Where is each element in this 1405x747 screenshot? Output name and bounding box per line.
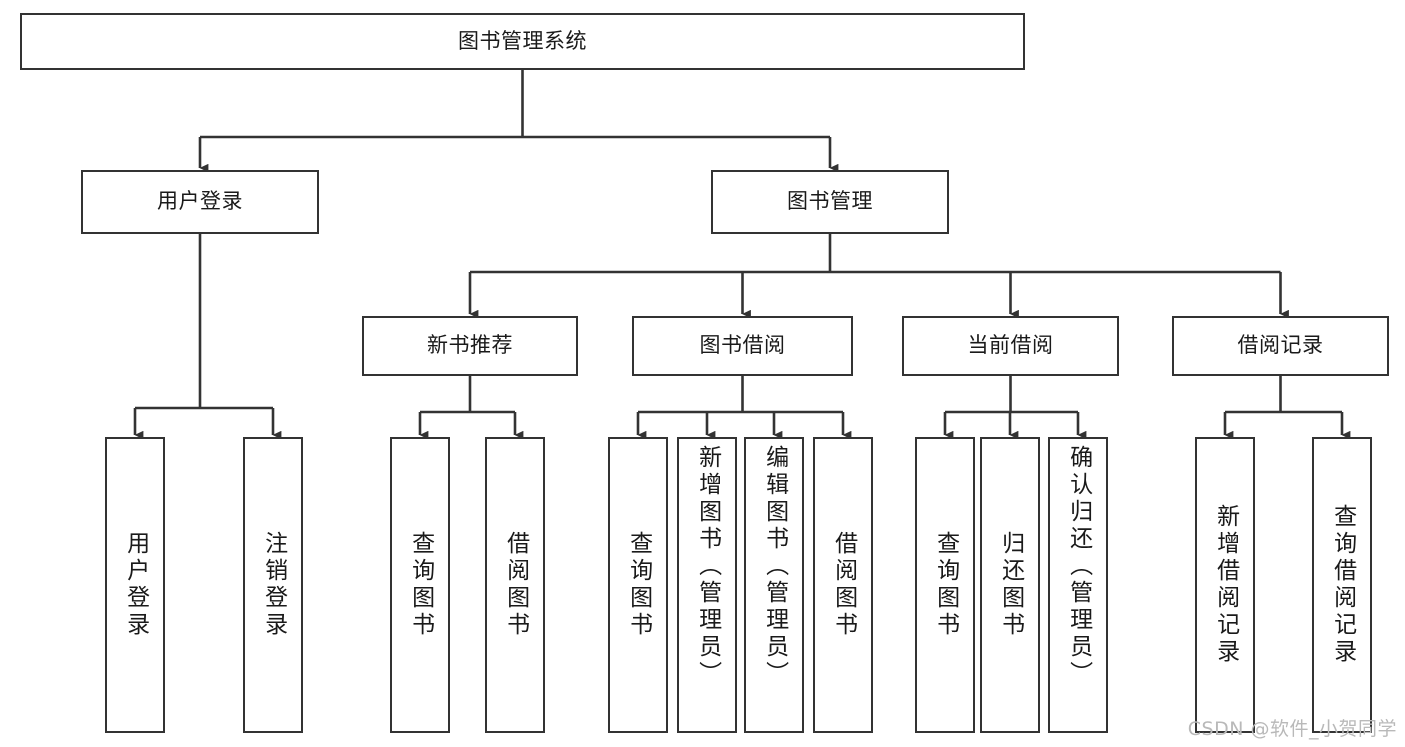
node-label-wrap: 确认归还（管理员） bbox=[1050, 439, 1106, 731]
node-label: 借阅记录 bbox=[1237, 333, 1324, 358]
node-label: 确认归还（管理员） bbox=[1065, 445, 1092, 688]
node-leaf-query-book-3[interactable]: 查询图书 bbox=[915, 437, 975, 733]
node-label-wrap: 新增借阅记录 bbox=[1197, 439, 1253, 731]
node-leaf-query-record[interactable]: 查询借阅记录 bbox=[1312, 437, 1372, 733]
node-label-wrap: 新增图书（管理员） bbox=[679, 439, 735, 731]
node-leaf-add-record[interactable]: 新增借阅记录 bbox=[1195, 437, 1255, 733]
node-label-wrap: 编辑图书（管理员） bbox=[746, 439, 802, 731]
node-label-wrap: 借阅图书 bbox=[815, 439, 871, 731]
node-label-wrap: 查询借阅记录 bbox=[1314, 439, 1370, 731]
edge-group bbox=[133, 70, 1351, 440]
node-label: 编辑图书（管理员） bbox=[761, 445, 788, 688]
node-book-borrow[interactable]: 图书借阅 bbox=[632, 316, 853, 376]
node-label-wrap: 查询图书 bbox=[392, 439, 448, 731]
node-label: 查询借阅记录 bbox=[1329, 504, 1356, 666]
node-label: 新增借阅记录 bbox=[1212, 504, 1239, 666]
node-label-wrap: 查询图书 bbox=[917, 439, 973, 731]
node-borrow-record[interactable]: 借阅记录 bbox=[1172, 316, 1389, 376]
node-leaf-confirm-return[interactable]: 确认归还（管理员） bbox=[1048, 437, 1108, 733]
node-user-login[interactable]: 用户登录 bbox=[81, 170, 319, 234]
node-new-book-rec[interactable]: 新书推荐 bbox=[362, 316, 578, 376]
node-leaf-logout-login[interactable]: 注销登录 bbox=[243, 437, 303, 733]
node-label: 借阅图书 bbox=[502, 531, 529, 639]
node-label: 图书管理系统 bbox=[458, 28, 587, 53]
node-label: 查询图书 bbox=[625, 531, 652, 639]
node-leaf-user-login[interactable]: 用户登录 bbox=[105, 437, 165, 733]
node-leaf-return-book[interactable]: 归还图书 bbox=[980, 437, 1040, 733]
node-leaf-query-book-2[interactable]: 查询图书 bbox=[608, 437, 668, 733]
node-label-wrap: 查询图书 bbox=[610, 439, 666, 731]
node-label: 归还图书 bbox=[997, 531, 1024, 639]
node-label: 新书推荐 bbox=[427, 333, 513, 358]
node-label: 用户登录 bbox=[122, 531, 149, 639]
node-label: 注销登录 bbox=[260, 531, 287, 639]
node-leaf-edit-book[interactable]: 编辑图书（管理员） bbox=[744, 437, 804, 733]
node-label-wrap: 注销登录 bbox=[245, 439, 301, 731]
node-current-borrow[interactable]: 当前借阅 bbox=[902, 316, 1119, 376]
node-leaf-add-book[interactable]: 新增图书（管理员） bbox=[677, 437, 737, 733]
node-label: 用户登录 bbox=[157, 189, 243, 214]
node-label: 借阅图书 bbox=[830, 531, 857, 639]
node-label: 查询图书 bbox=[932, 531, 959, 639]
node-book-manage[interactable]: 图书管理 bbox=[711, 170, 949, 234]
node-label: 图书管理 bbox=[787, 189, 873, 214]
node-label-wrap: 用户登录 bbox=[107, 439, 163, 731]
node-label-wrap: 借阅图书 bbox=[487, 439, 543, 731]
node-root[interactable]: 图书管理系统 bbox=[20, 13, 1025, 70]
node-label: 当前借阅 bbox=[967, 333, 1054, 358]
node-leaf-query-book-1[interactable]: 查询图书 bbox=[390, 437, 450, 733]
node-label: 查询图书 bbox=[407, 531, 434, 639]
node-label: 新增图书（管理员） bbox=[694, 445, 721, 688]
node-label: 图书借阅 bbox=[699, 333, 786, 358]
node-leaf-borrow-book-2[interactable]: 借阅图书 bbox=[813, 437, 873, 733]
node-leaf-borrow-book-1[interactable]: 借阅图书 bbox=[485, 437, 545, 733]
node-label-wrap: 归还图书 bbox=[982, 439, 1038, 731]
